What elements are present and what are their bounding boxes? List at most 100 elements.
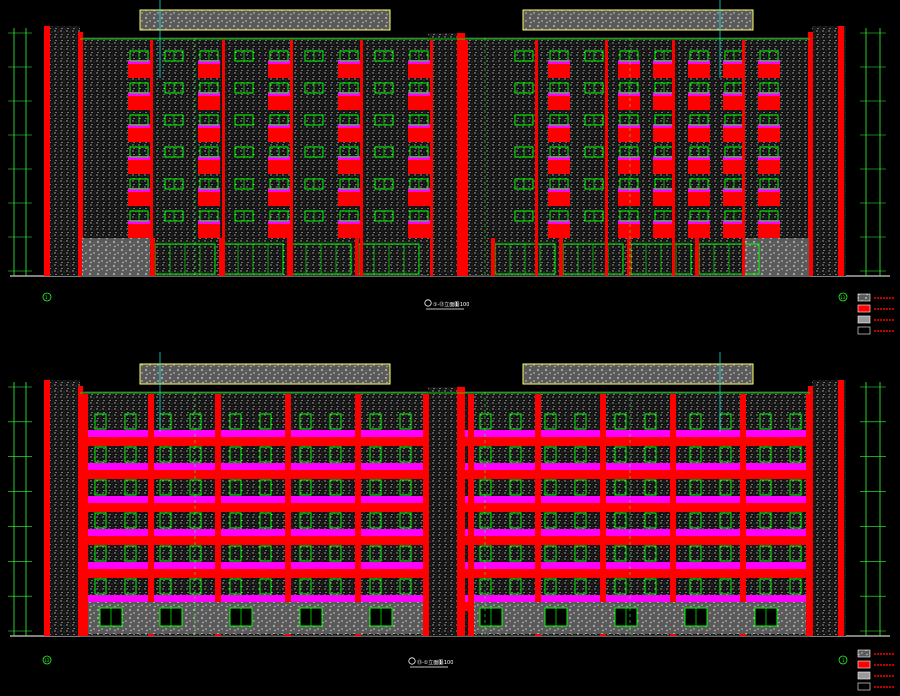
legend-swatch-gray-light xyxy=(857,671,871,680)
balcony-door xyxy=(369,512,382,529)
balcony-door xyxy=(369,446,382,463)
roof-parapet-left xyxy=(139,363,391,385)
balcony-door xyxy=(229,578,242,595)
balcony-door xyxy=(509,446,522,463)
balcony-rail-red xyxy=(465,536,810,545)
spandrel-red xyxy=(128,192,150,206)
balcony-door xyxy=(574,545,587,562)
spandrel-red xyxy=(408,192,430,206)
balcony-door xyxy=(124,578,137,595)
legend-swatch-red xyxy=(857,660,871,669)
spandrel-magenta xyxy=(653,124,675,128)
rear-elevation-view xyxy=(8,352,890,637)
spandrel-magenta xyxy=(338,124,360,128)
spandrel-magenta xyxy=(653,220,675,224)
balcony-door xyxy=(299,479,312,496)
spandrel-red xyxy=(548,128,570,142)
balcony-door xyxy=(329,545,342,562)
spandrel-red xyxy=(758,96,780,110)
spandrel-red xyxy=(688,160,710,174)
balcony-door xyxy=(644,512,657,529)
balcony-rail-red xyxy=(465,569,810,578)
spandrel-red xyxy=(408,128,430,142)
balcony-door xyxy=(509,578,522,595)
balcony-door xyxy=(124,446,137,463)
balcony-slab-magenta xyxy=(465,463,810,470)
storefront-pier xyxy=(627,238,631,276)
balcony-door xyxy=(399,446,412,463)
spandrel-magenta xyxy=(618,220,640,224)
balcony-door xyxy=(94,446,107,463)
spandrel-magenta xyxy=(198,60,220,64)
column xyxy=(535,394,541,636)
spandrel-magenta xyxy=(723,92,745,96)
balcony-door xyxy=(94,479,107,496)
spandrel-magenta xyxy=(723,156,745,160)
legend-swatch-white-outline xyxy=(857,326,871,335)
column xyxy=(423,394,429,636)
spandrel-magenta xyxy=(548,188,570,192)
balcony-door xyxy=(544,446,557,463)
balcony-door xyxy=(399,512,412,529)
spandrel-magenta xyxy=(338,220,360,224)
tower-inner-left xyxy=(78,386,83,636)
spandrel-magenta xyxy=(268,220,290,224)
balcony-door xyxy=(689,446,702,463)
balcony-slab-magenta xyxy=(82,562,428,569)
balcony-door xyxy=(369,479,382,496)
spandrel-red xyxy=(338,224,360,238)
spandrel-red xyxy=(688,224,710,238)
spandrel-red xyxy=(268,64,290,78)
balcony-door xyxy=(574,578,587,595)
balcony-door xyxy=(94,578,107,595)
spandrel-red xyxy=(723,160,745,174)
spandrel-magenta xyxy=(408,188,430,192)
balcony-door xyxy=(479,446,492,463)
spandrel-magenta xyxy=(128,60,150,64)
balcony-door xyxy=(574,446,587,463)
spandrel-magenta xyxy=(268,92,290,96)
back-elevation-title: ⑬-①立面图 xyxy=(417,659,443,666)
axis-label-end-front: 13 xyxy=(840,295,846,300)
spandrel-red xyxy=(723,192,745,206)
ground-stone-right xyxy=(474,602,806,634)
spandrel-red xyxy=(268,224,290,238)
spandrel-red xyxy=(338,160,360,174)
balcony-door xyxy=(399,479,412,496)
balcony-door xyxy=(299,446,312,463)
balcony-door xyxy=(369,545,382,562)
pilaster xyxy=(430,40,433,276)
spandrel-red xyxy=(653,128,675,142)
spandrel-red xyxy=(618,128,640,142)
axis-bubble-icon xyxy=(408,657,416,665)
storefront-pier xyxy=(287,238,291,276)
balcony-door xyxy=(614,446,627,463)
balcony-door xyxy=(124,413,137,430)
balcony-door xyxy=(689,413,702,430)
spandrel-magenta xyxy=(653,92,675,96)
front-title-group: ①-⑬立面图 1:100 xyxy=(424,299,469,310)
balcony-door xyxy=(719,578,732,595)
spandrel-magenta xyxy=(268,124,290,128)
balcony-door xyxy=(689,578,702,595)
spandrel-magenta xyxy=(408,60,430,64)
balcony-door xyxy=(644,479,657,496)
spandrel-red xyxy=(618,224,640,238)
pilaster xyxy=(360,40,363,276)
spandrel-magenta xyxy=(688,188,710,192)
balcony-door xyxy=(544,545,557,562)
spandrel-magenta xyxy=(618,156,640,160)
spandrel-red xyxy=(128,224,150,238)
spandrel-magenta xyxy=(128,92,150,96)
balcony-door xyxy=(479,479,492,496)
balcony-door xyxy=(189,413,202,430)
spandrel-magenta xyxy=(548,60,570,64)
spandrel-magenta xyxy=(198,188,220,192)
spandrel-magenta xyxy=(723,220,745,224)
spandrel-red xyxy=(338,128,360,142)
storefront-pier xyxy=(695,238,699,276)
balcony-door xyxy=(159,479,172,496)
balcony-door xyxy=(329,479,342,496)
ground-stone-left xyxy=(82,238,154,276)
